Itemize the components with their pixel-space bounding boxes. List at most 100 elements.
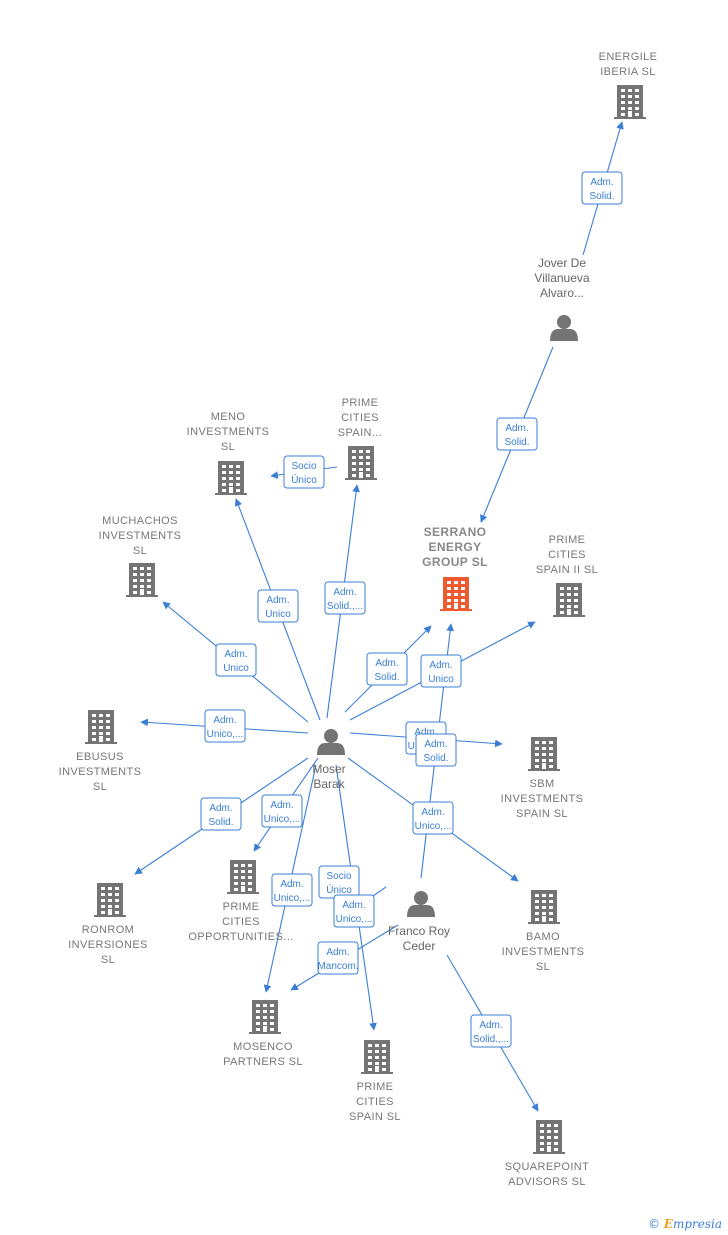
- relation-badge[interactable]: Adm.Unico: [420, 654, 462, 688]
- building-window: [549, 753, 553, 756]
- badge-text: Adm.: [280, 879, 303, 890]
- badge-box: [324, 581, 366, 615]
- badge-text: Adm.: [375, 658, 398, 669]
- building-window: [560, 593, 564, 596]
- relation-badge[interactable]: Adm.Solid.: [496, 417, 538, 451]
- badge-text: Adm.: [209, 803, 232, 814]
- building-window: [222, 483, 226, 486]
- building-window: [270, 1028, 274, 1031]
- building-base: [227, 892, 259, 894]
- building-base: [249, 1032, 281, 1034]
- company-node-prime-cities-spain-top[interactable]: PRIMECITIESSPAIN...: [338, 397, 383, 480]
- building-window: [567, 605, 571, 608]
- badge-text: Mancom.: [317, 961, 358, 972]
- badge-text: Unico,...: [274, 893, 311, 904]
- building-window: [352, 450, 356, 453]
- person-body: [407, 905, 435, 917]
- badge-text: Unico,...: [264, 814, 301, 825]
- building-window: [106, 714, 110, 717]
- empresia-logo[interactable]: © Empresia: [648, 1217, 722, 1231]
- badge-text: Solid.: [423, 753, 448, 764]
- building-window: [352, 456, 356, 459]
- building-window: [461, 605, 465, 608]
- building-window: [115, 899, 119, 902]
- badge-text: Adm.: [479, 1020, 502, 1031]
- building-window: [554, 1148, 558, 1151]
- building-base: [345, 478, 377, 480]
- relation-badge[interactable]: Adm. Unico,...: [271, 873, 313, 907]
- relation-badge[interactable]: Adm.Solid.: [581, 171, 623, 205]
- building-icon: [614, 85, 646, 119]
- relation-badge[interactable]: Adm. Solid.: [200, 797, 242, 831]
- relation-badge[interactable]: Adm.Solid.,...: [324, 581, 366, 615]
- building-window: [352, 468, 356, 471]
- building-base: [528, 769, 560, 771]
- company-label: SL: [93, 781, 107, 793]
- relation-badge[interactable]: Adm.Unico,...: [261, 794, 303, 828]
- badge-box: [200, 797, 242, 831]
- building-window: [234, 870, 238, 873]
- badge-box: [496, 417, 538, 451]
- building-window: [99, 714, 103, 717]
- company-node-prime-cities-opportunities[interactable]: PRIMECITIESOPPORTUNITIES...: [188, 860, 293, 943]
- relation-badge[interactable]: Adm.Solid.: [366, 652, 408, 686]
- person-label: Villanueva: [534, 271, 589, 285]
- building-window: [140, 585, 144, 588]
- building-window: [447, 599, 451, 602]
- badge-text: Solid.: [208, 817, 233, 828]
- building-window: [382, 1068, 386, 1071]
- badge-box: [283, 455, 325, 489]
- relation-badge[interactable]: Adm.Solid.,...: [470, 1014, 512, 1048]
- building-window: [352, 462, 356, 465]
- building-door: [229, 487, 233, 493]
- company-label: SBM: [529, 778, 554, 790]
- relation-badge[interactable]: Adm.Mancom.: [317, 941, 359, 975]
- building-window: [270, 1010, 274, 1013]
- company-label: EBUSUS: [76, 751, 124, 763]
- relation-badge[interactable]: Adm.Unico: [215, 643, 257, 677]
- building-base: [528, 922, 560, 924]
- building-window: [115, 911, 119, 914]
- person-node-jover[interactable]: Jover DeVillanuevaAlvaro...: [534, 256, 590, 341]
- copyright-symbol: ©: [647, 1217, 660, 1231]
- relation-badge[interactable]: Adm.Unico,...: [204, 709, 246, 743]
- person-body: [550, 329, 578, 341]
- badge-text: Socio: [291, 461, 316, 472]
- building-window: [368, 1062, 372, 1065]
- building-base: [126, 595, 158, 597]
- building-window: [147, 591, 151, 594]
- building-window: [352, 474, 356, 477]
- person-label: Moser: [312, 762, 345, 776]
- building-window: [241, 882, 245, 885]
- building-window: [540, 1148, 544, 1151]
- building-window: [147, 573, 151, 576]
- building-icon: [126, 563, 158, 597]
- relation-badge[interactable]: Adm.Solid.: [415, 733, 457, 767]
- relation-badge[interactable]: Adm.Unico: [257, 589, 299, 623]
- building-window: [447, 605, 451, 608]
- relation-badge[interactable]: Adm.Unico,...: [412, 801, 454, 835]
- building-door: [99, 736, 103, 742]
- badge-box: [204, 709, 246, 743]
- building-window: [263, 1010, 267, 1013]
- badges-layer: Adm.Solid.Adm.Solid.SocioÚnicoAdm.UnicoA…: [200, 171, 623, 1048]
- building-window: [248, 876, 252, 879]
- company-label: OPPORTUNITIES...: [188, 931, 293, 943]
- relation-badge[interactable]: Adm.Unico,...: [333, 894, 375, 928]
